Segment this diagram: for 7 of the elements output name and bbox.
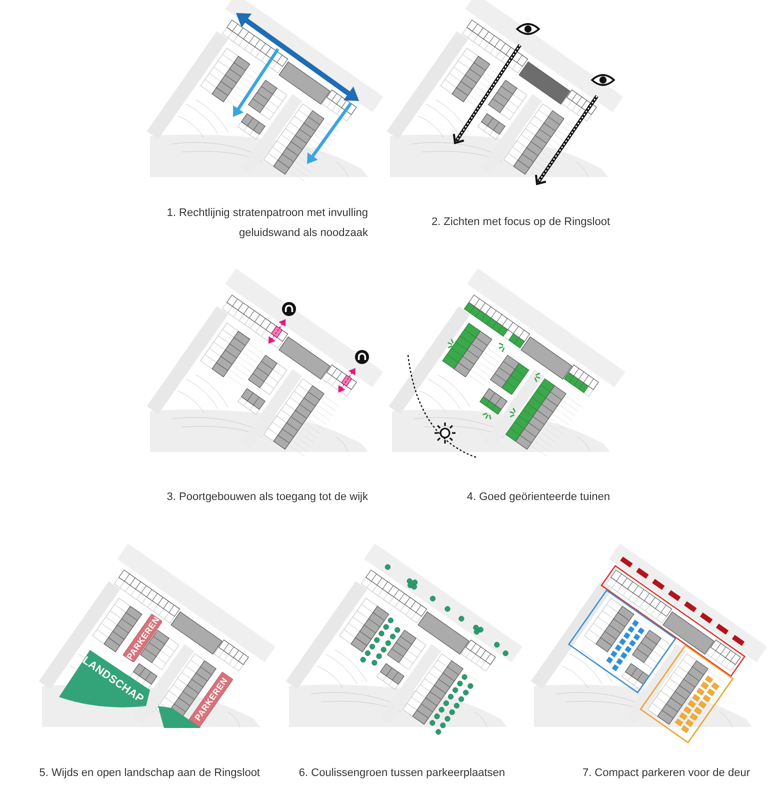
caption: 1. Rechtlijnig stratenpatroon met invulling geluidswand als noodzaak (166, 206, 368, 241)
caption: 3. Poortgebouwen als toegang tot de wijk (166, 490, 368, 505)
caption: 6. Coulissengroen tussen parkeerplaatsen (298, 766, 505, 781)
caption: 4. Goed geörienteerde tuinen (466, 490, 610, 505)
caption: 7. Compact parkeren voor de deur (581, 766, 750, 781)
caption: 5. Wijds en open landschap aan de Ringsloot (38, 766, 260, 781)
caption: 2. Zichten met focus op de Ringsloot (430, 215, 610, 230)
